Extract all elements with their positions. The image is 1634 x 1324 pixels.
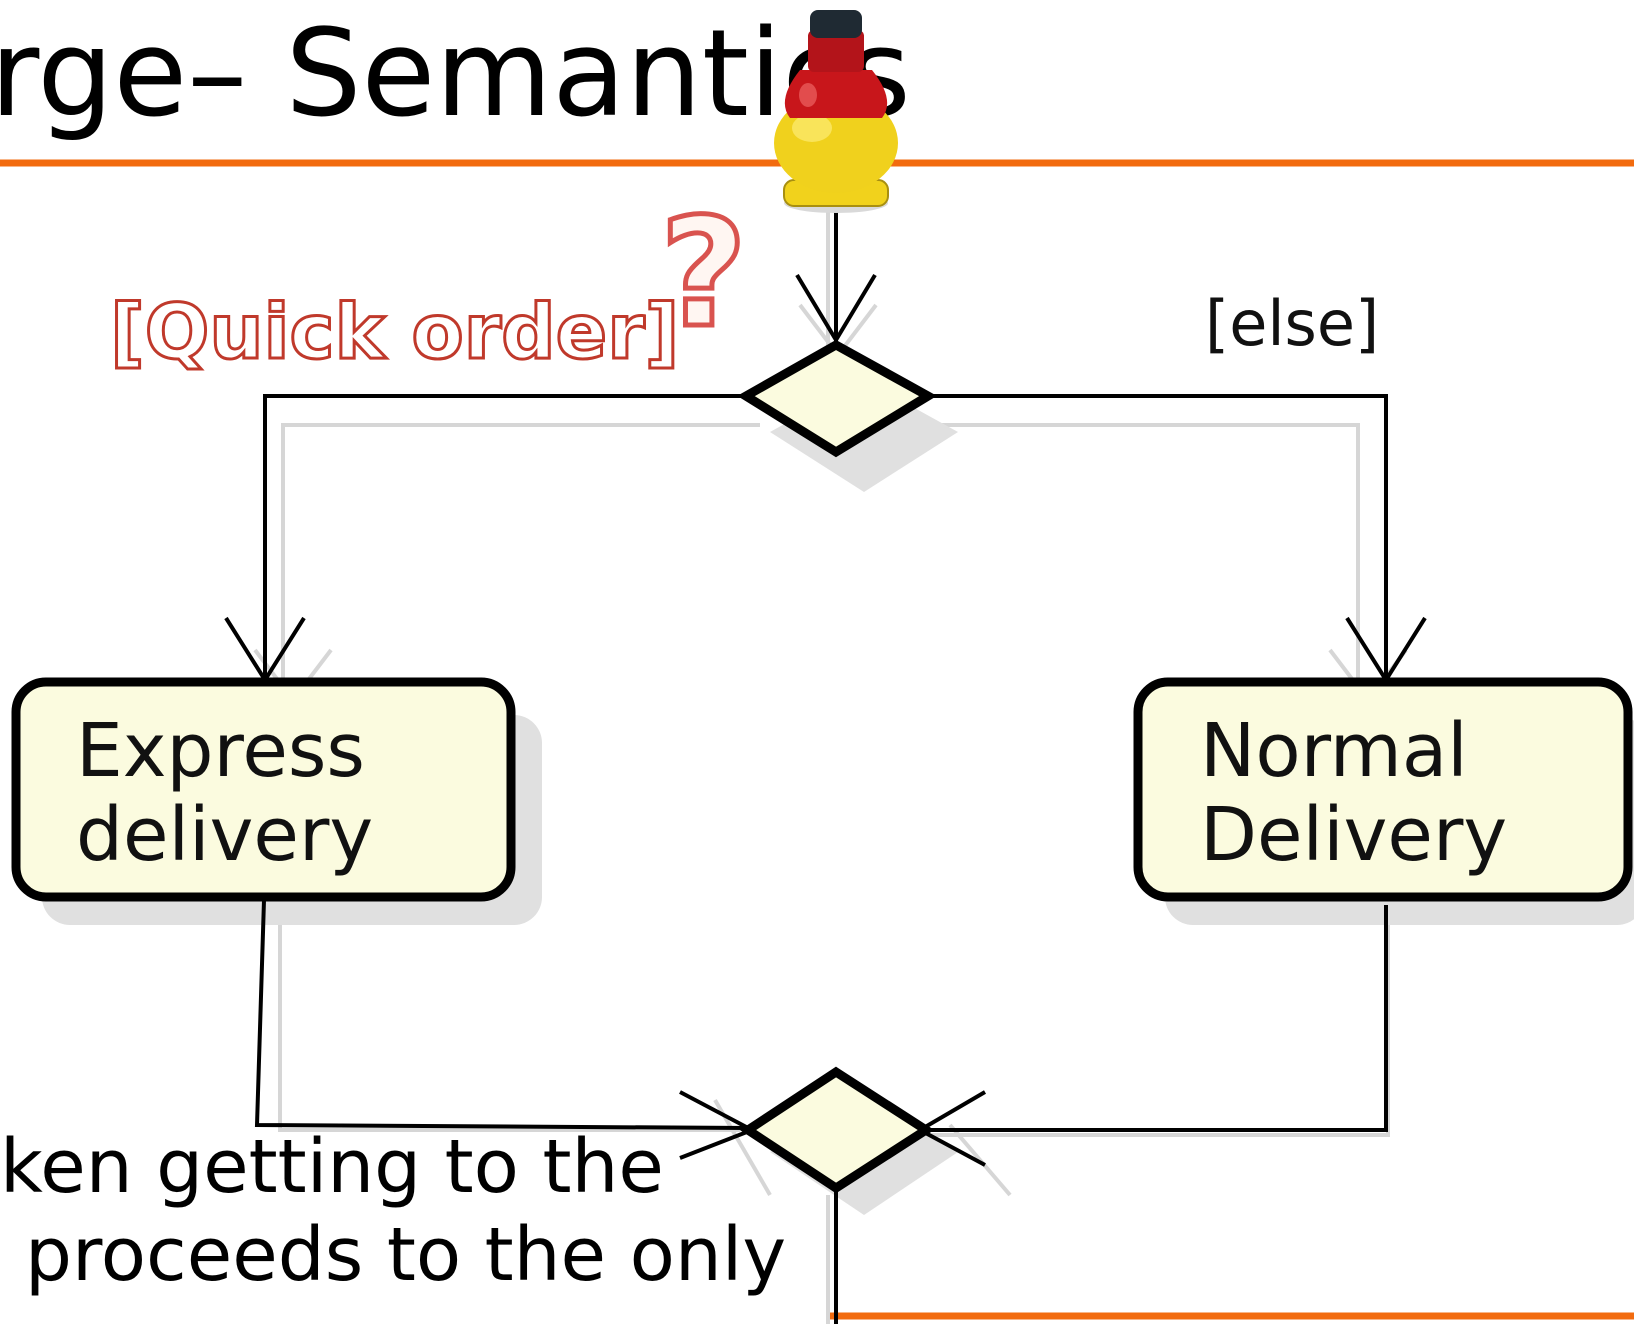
express-delivery-label-line1: Express [76, 708, 365, 794]
merge-arrow-right-b [919, 1128, 986, 1167]
merge-arrow-left-a [679, 1090, 753, 1132]
edge-decision-to-normal [925, 394, 1388, 680]
express-delivery-node [11, 677, 516, 902]
body-text-line2: proceeds to the only [25, 1212, 786, 1298]
guard-quick-order: [Quick order] [110, 287, 679, 376]
merge-node [739, 1066, 935, 1194]
edge-express-to-merge [254, 899, 749, 1130]
edge-normal-to-merge [925, 905, 1388, 1132]
question-mark-icon: ? [660, 187, 747, 361]
express-delivery-label-line2: delivery [76, 792, 373, 878]
merge-arrow-left-b [679, 1128, 753, 1160]
body-text-line1: ken getting to the [0, 1124, 664, 1210]
decision-node [737, 339, 937, 458]
edge-decision-to-express [263, 394, 745, 680]
normal-delivery-label-line1: Normal [1200, 708, 1468, 794]
merge-arrow-right-a [918, 1090, 987, 1132]
normal-delivery-node [1133, 677, 1633, 902]
bottle-token-icon [774, 10, 898, 213]
slide-title: rge– Semantics [0, 5, 911, 144]
normal-delivery-label-line2: Delivery [1200, 792, 1507, 878]
guard-else: [else] [1205, 287, 1379, 360]
